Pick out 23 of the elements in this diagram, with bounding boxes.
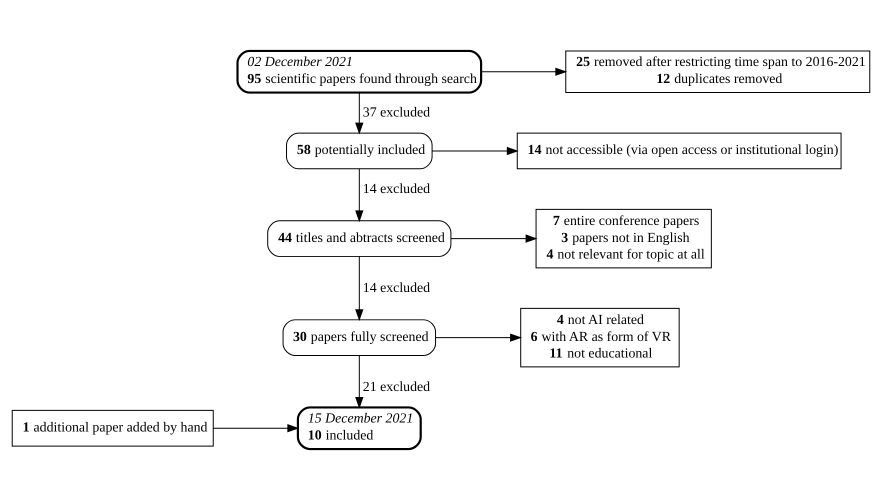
node-box: 4 not AI related 6 with AR as form of VR 11 not educational	[520, 308, 680, 368]
arrow	[435, 333, 522, 342]
edge-label: 37 excluded	[362, 104, 430, 120]
edge-label: 14 excluded	[362, 280, 430, 295]
arrow	[355, 256, 364, 322]
arrow	[432, 146, 519, 156]
node-box: 15 December 2021 10 included	[296, 406, 422, 450]
node-box: 02 December 2021 95 scientific papers found through search	[236, 50, 482, 94]
node-box: 30 papers fully screened	[282, 319, 436, 356]
arrow	[450, 234, 538, 243]
node-box: 14 not accessible (via open access or institutional login)	[516, 132, 842, 170]
edge-label: 21 excluded	[362, 378, 430, 394]
node-box: 1 additional paper added by hand	[12, 410, 214, 447]
arrow	[355, 92, 364, 135]
arrow	[355, 168, 364, 222]
node-box: 58 potentially included	[286, 132, 433, 170]
node-box: 7 entire conference papers 3 papers not in English 4 not relevant for topic at all	[536, 208, 712, 268]
node-box: 44 titles and abtracts screened	[267, 220, 452, 257]
arrow	[480, 68, 568, 76]
node-box: 25 removed after restricting time span to 2016-2021 12 duplicates removed	[565, 50, 870, 94]
arrow	[355, 355, 364, 409]
arrow	[212, 424, 300, 432]
edge-label: 14 excluded	[362, 180, 430, 196]
